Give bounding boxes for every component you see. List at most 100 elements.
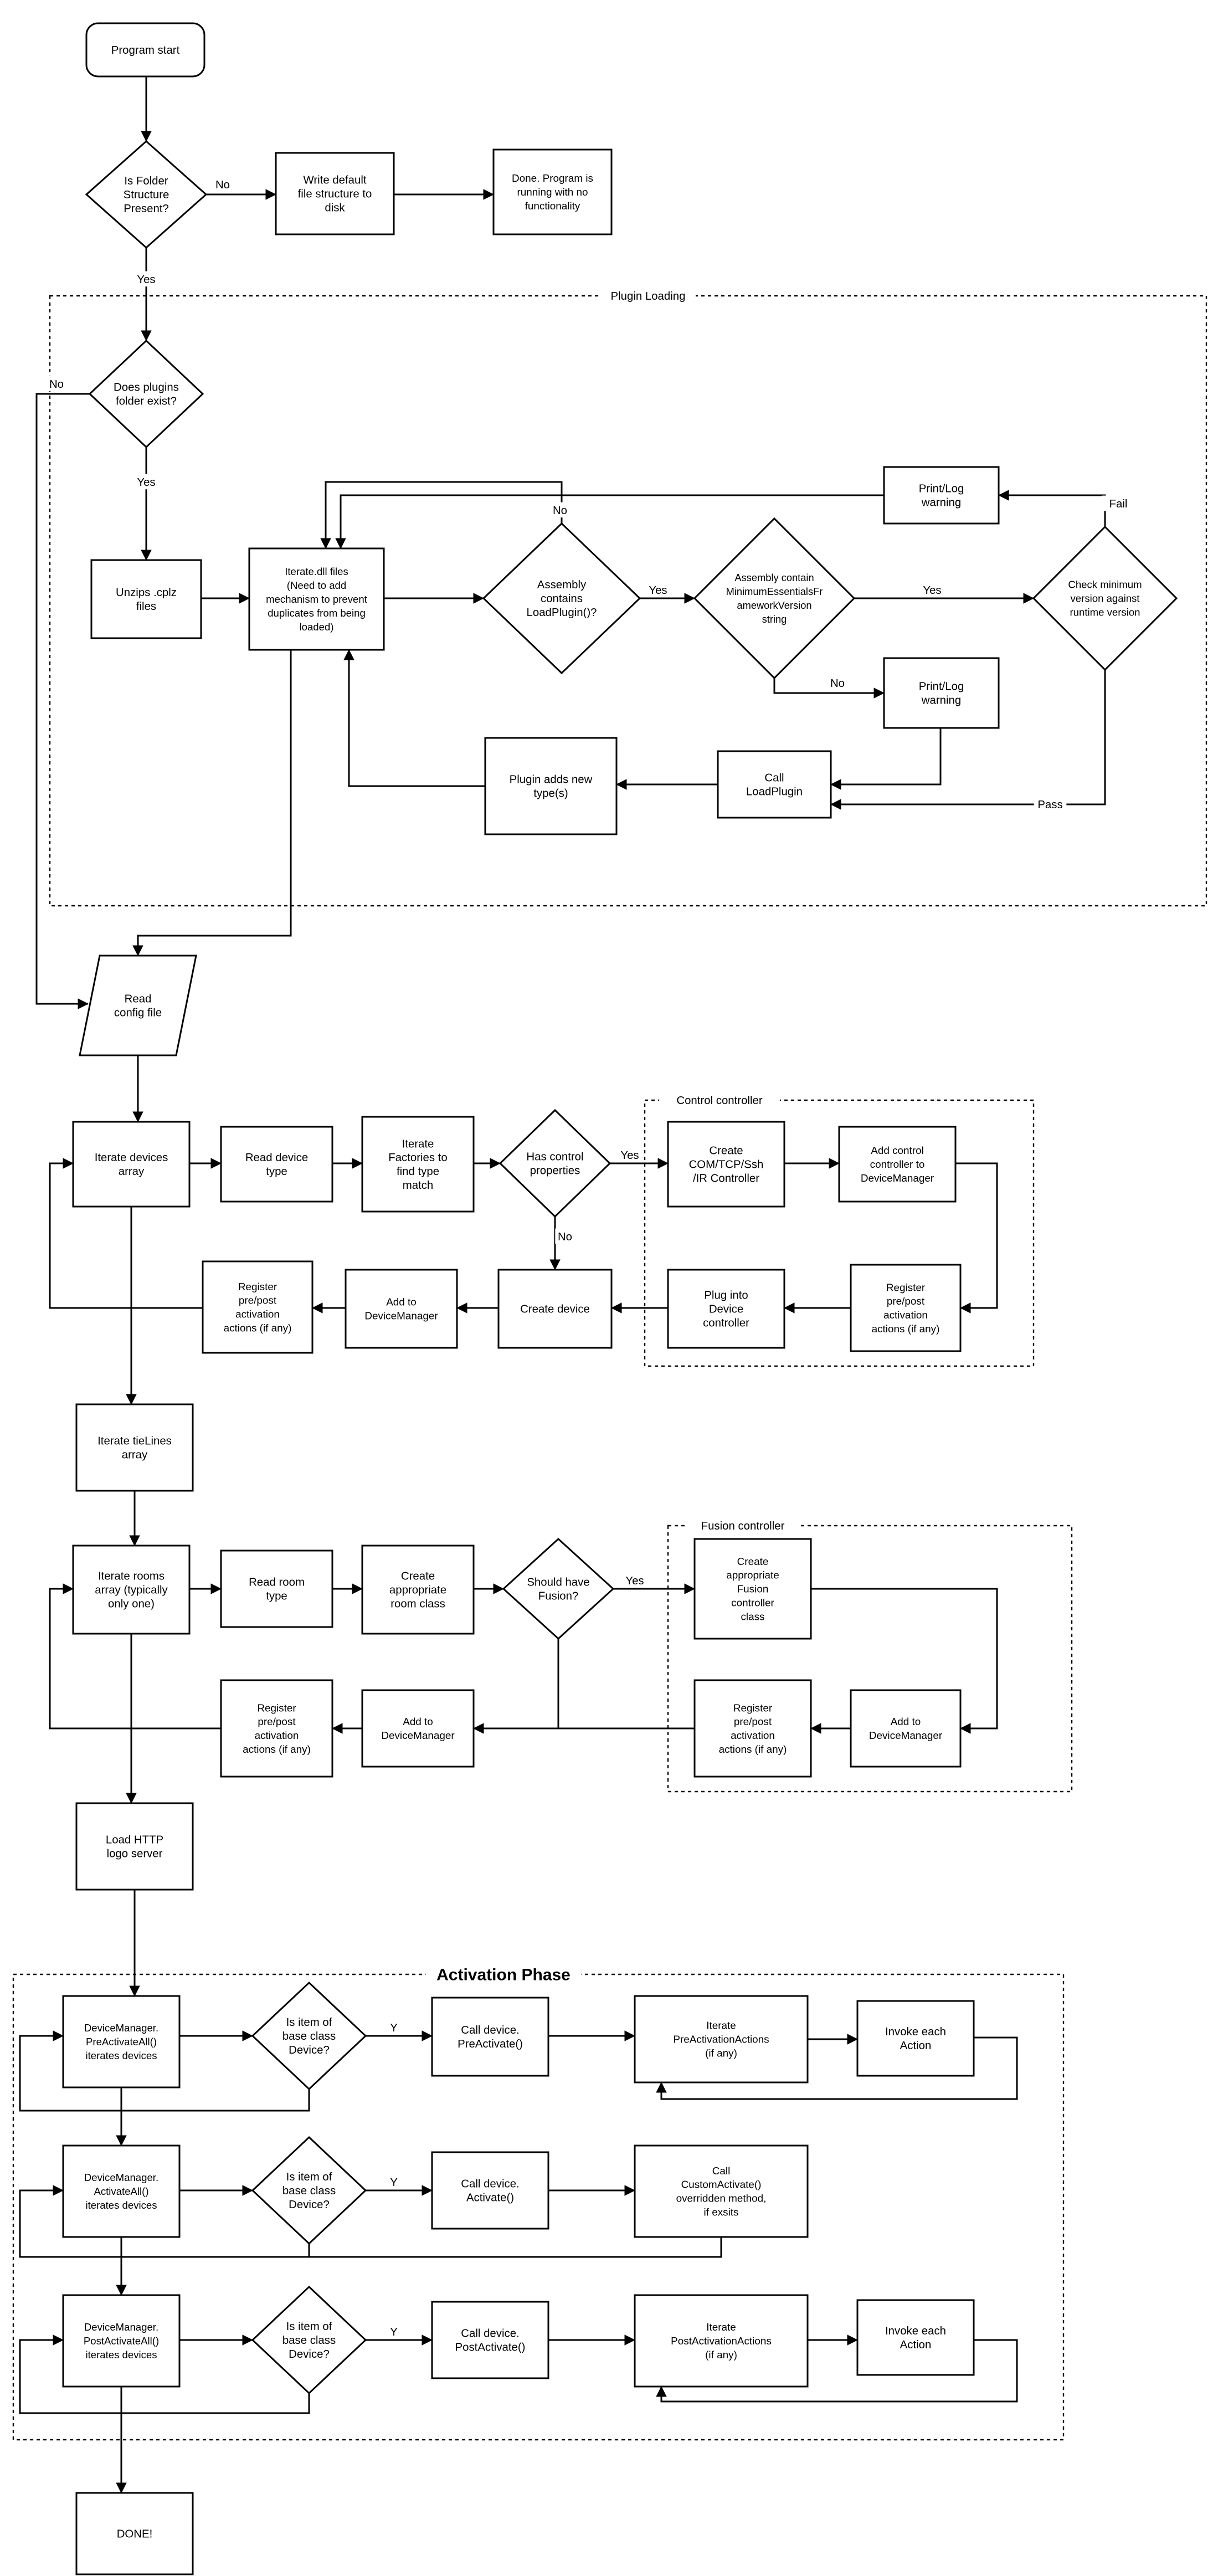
edge-label-no: No bbox=[550, 502, 570, 518]
connector bbox=[656, 2036, 1018, 2100]
connector bbox=[19, 2030, 310, 2112]
svg-text:Y: Y bbox=[390, 2177, 398, 2189]
connector bbox=[656, 2339, 1018, 2403]
container-label-bg bbox=[659, 1092, 780, 1107]
svg-text:Yes: Yes bbox=[137, 274, 155, 286]
container-label: Control controller bbox=[676, 1095, 762, 1107]
node-label: Call device.Activate() bbox=[461, 2178, 519, 2204]
connector bbox=[343, 649, 485, 787]
edge-label-yes: Yes bbox=[133, 271, 160, 287]
container-label: Fusion controller bbox=[701, 1520, 785, 1532]
call-device-postactivate: Call device.PostActivate() bbox=[431, 2301, 549, 2379]
svg-text:No: No bbox=[49, 378, 64, 391]
edge-label-no: No bbox=[828, 675, 847, 691]
edge-label-y: Y bbox=[387, 2323, 400, 2339]
devicemanager-activateall: DeviceManager.ActivateAll()iterates devi… bbox=[62, 2144, 181, 2238]
container-label-bg bbox=[685, 1517, 800, 1532]
container-activation-phase: Activation Phase bbox=[12, 1962, 1065, 2441]
node-label: Call device.PostActivate() bbox=[455, 2328, 526, 2354]
container-label-bg bbox=[600, 288, 696, 302]
create-device: Create device bbox=[497, 1269, 613, 1349]
call-device-activate: Call device.Activate() bbox=[431, 2151, 549, 2230]
svg-text:Yes: Yes bbox=[620, 1150, 639, 1162]
connector bbox=[830, 728, 942, 790]
svg-text:Yes: Yes bbox=[625, 1575, 644, 1587]
container-plugin-loading: Plugin Loading bbox=[49, 288, 1207, 907]
edge-label-pass: Pass bbox=[1034, 796, 1067, 812]
connector bbox=[830, 670, 1106, 810]
container-label-bg bbox=[425, 1962, 582, 1984]
svg-text:No: No bbox=[558, 1231, 572, 1243]
svg-text:Y: Y bbox=[390, 2326, 398, 2338]
container-label: Plugin Loading bbox=[611, 290, 686, 302]
container-border bbox=[667, 1525, 1073, 1793]
container-label: Activation Phase bbox=[436, 1966, 571, 1984]
connector bbox=[320, 481, 563, 549]
svg-text:No: No bbox=[830, 678, 845, 690]
node-label: Call device.PreActivate() bbox=[458, 2024, 523, 2050]
done: DONE! bbox=[75, 2492, 194, 2575]
call-device-preactivate: Call device.PreActivate() bbox=[431, 1997, 549, 2077]
svg-text:No: No bbox=[553, 505, 567, 517]
edge-label-no: No bbox=[47, 376, 66, 392]
connector bbox=[49, 1583, 221, 1730]
edge-label-fail: Fail bbox=[1102, 495, 1135, 511]
